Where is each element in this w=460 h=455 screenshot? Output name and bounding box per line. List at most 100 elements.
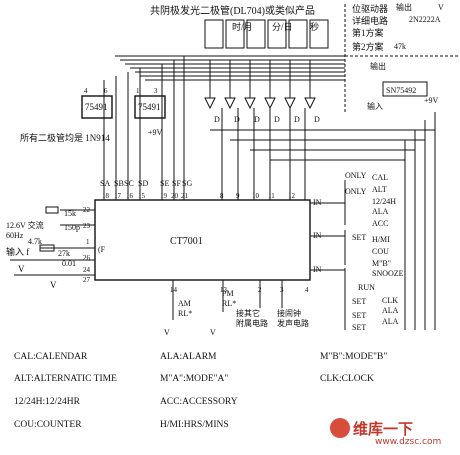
svg-text:13: 13 — [220, 286, 228, 294]
svg-text:ONLY: ONLY — [345, 171, 367, 180]
svg-text:ACC: ACC — [372, 219, 388, 228]
svg-text:SG: SG — [182, 179, 192, 188]
svg-text:+9V: +9V — [424, 96, 439, 105]
svg-text:150p: 150p — [64, 223, 80, 232]
legend-clk: CLK:CLOCK — [320, 374, 374, 384]
svg-text:75491: 75491 — [85, 102, 108, 112]
svg-text:20: 20 — [171, 192, 179, 200]
svg-text:ALT: ALT — [372, 185, 387, 194]
svg-text:M"B": M"B" — [372, 259, 391, 268]
svg-text:D: D — [294, 115, 300, 124]
svg-text:12.6V 交流: 12.6V 交流 — [6, 220, 44, 230]
svg-text:1: 1 — [86, 238, 90, 246]
svg-text:4.7k: 4.7k — [28, 237, 42, 246]
svg-text:SET: SET — [352, 233, 366, 242]
svg-text:3: 3 — [154, 87, 158, 95]
svg-text:SB: SB — [114, 179, 124, 188]
svg-text:24: 24 — [83, 266, 91, 274]
svg-text:16: 16 — [126, 192, 134, 200]
svg-text:27: 27 — [83, 276, 91, 284]
svg-text:输出: 输出 — [370, 61, 386, 71]
supply-9v: +9V — [148, 128, 163, 137]
legend-hmi: H/MI:HRS/MINS — [160, 420, 229, 430]
svg-text:CLK: CLK — [382, 296, 398, 305]
watermark-site: www.dzsc.com — [375, 437, 442, 447]
svg-text:AM: AM — [178, 299, 191, 308]
ct7001-chip: CT7001 SA SB SC SD SE SF SG 18 17 16 15 … — [83, 56, 346, 330]
display-title: 共阴极发光二极管(DL704)或类似产品 — [150, 4, 315, 17]
svg-text:1: 1 — [136, 87, 140, 95]
driver-ic-a: 75491 4 6 — [81, 87, 113, 119]
svg-text:SNOOZE: SNOOZE — [372, 269, 404, 278]
svg-text:D: D — [214, 115, 220, 124]
svg-text:75491: 75491 — [138, 102, 161, 112]
legend-alt: ALT:ALTERNATIC TIME — [14, 374, 117, 384]
svg-text:ALA: ALA — [382, 317, 399, 326]
label-hour: 时/月 — [232, 21, 253, 32]
svg-text:17: 17 — [114, 192, 122, 200]
legend: CAL:CALENDAR ALA:ALARM M"B":MODE"B" ALT:… — [0, 340, 460, 455]
svg-text:V: V — [210, 328, 216, 337]
svg-text:详细电路: 详细电路 — [352, 15, 388, 26]
svg-text:H/MI: H/MI — [372, 235, 390, 244]
svg-text:15k: 15k — [64, 209, 76, 218]
svg-text:4: 4 — [84, 87, 88, 95]
svg-text:14: 14 — [170, 286, 178, 294]
diodes-note: 所有二极管均是 1N914 — [20, 132, 110, 143]
legend-cal: CAL:CALENDAR — [14, 352, 88, 362]
svg-text:D: D — [314, 115, 320, 124]
svg-text:12: 12 — [288, 192, 296, 200]
svg-text:CAL: CAL — [372, 173, 388, 182]
svg-text:附属电路: 附属电路 — [236, 318, 268, 328]
legend-acc: ACC:ACCESSORY — [160, 397, 238, 407]
svg-text:输入 f: 输入 f — [6, 246, 29, 257]
svg-text:D: D — [254, 115, 260, 124]
svg-text:ALA: ALA — [382, 306, 399, 315]
svg-text:6: 6 — [104, 87, 108, 95]
legend-ala: ALA:ALARM — [160, 352, 217, 362]
svg-text:V: V — [18, 264, 25, 274]
svg-text:21: 21 — [181, 192, 189, 200]
svg-text:SD: SD — [138, 179, 148, 188]
label-minute: 分/日 — [272, 22, 293, 32]
svg-text:0.01: 0.01 — [62, 259, 76, 268]
svg-text:D: D — [234, 115, 240, 124]
svg-text:ALA: ALA — [372, 207, 389, 216]
svg-text:60Hz: 60Hz — [6, 231, 24, 240]
svg-text:SET: SET — [352, 323, 366, 332]
svg-text:SN75492: SN75492 — [386, 86, 416, 95]
svg-text:19: 19 — [160, 192, 168, 200]
chip-name: CT7001 — [170, 236, 203, 247]
svg-text:SC: SC — [124, 179, 134, 188]
oscillator-network: 15k 150p 12.6V 交流 60Hz 输入 f 4.7k 27k 0.0… — [6, 206, 95, 290]
digit-buffers: D D D D D D — [204, 60, 320, 124]
svg-text:12/24H: 12/24H — [372, 197, 396, 206]
svg-text:SE: SE — [160, 179, 169, 188]
svg-text:RUN: RUN — [358, 283, 375, 292]
svg-text:27k: 27k — [58, 249, 70, 258]
svg-text:接闹钟: 接闹钟 — [277, 308, 301, 318]
switch-matrix: ONLY ONLY CAL ALT 12/24H ALA ACC SET H/M… — [210, 112, 436, 332]
svg-text:15: 15 — [138, 192, 146, 200]
driver-detail: 位驱动器 详细电路 第1方案 第2方案 2N2222A 47k V 输出 输出 … — [344, 2, 458, 112]
svg-text:SET: SET — [352, 297, 366, 306]
svg-text:2N2222A: 2N2222A — [409, 15, 441, 24]
svg-text:V: V — [164, 328, 170, 337]
svg-text:26: 26 — [83, 254, 91, 262]
svg-text:(F: (F — [98, 245, 106, 254]
watermark-brand: 维库一下 — [353, 420, 414, 438]
svg-text:V: V — [50, 280, 57, 290]
schematic: 共阴极发光二极管(DL704)或类似产品 时/月 分/日 秒 75491 4 6… — [6, 2, 458, 337]
svg-text:发声电路: 发声电路 — [277, 318, 309, 328]
svg-text:10: 10 — [252, 192, 260, 200]
svg-text:47k: 47k — [394, 42, 406, 51]
driver-ic-b: 75491 1 3 +9V — [134, 87, 166, 137]
svg-text:23: 23 — [83, 222, 91, 230]
legend-mb: M"B":MODE"B" — [320, 352, 388, 362]
svg-text:18: 18 — [102, 192, 110, 200]
bottom-outputs: AM RL* PM RL* V V 接其它 附属电路 接闹钟 发声电路 — [164, 280, 309, 337]
svg-text:RL*: RL* — [222, 299, 236, 308]
svg-text:11: 11 — [268, 192, 275, 200]
svg-text:输入: 输入 — [367, 101, 383, 111]
watermark-logo-icon — [330, 418, 350, 438]
